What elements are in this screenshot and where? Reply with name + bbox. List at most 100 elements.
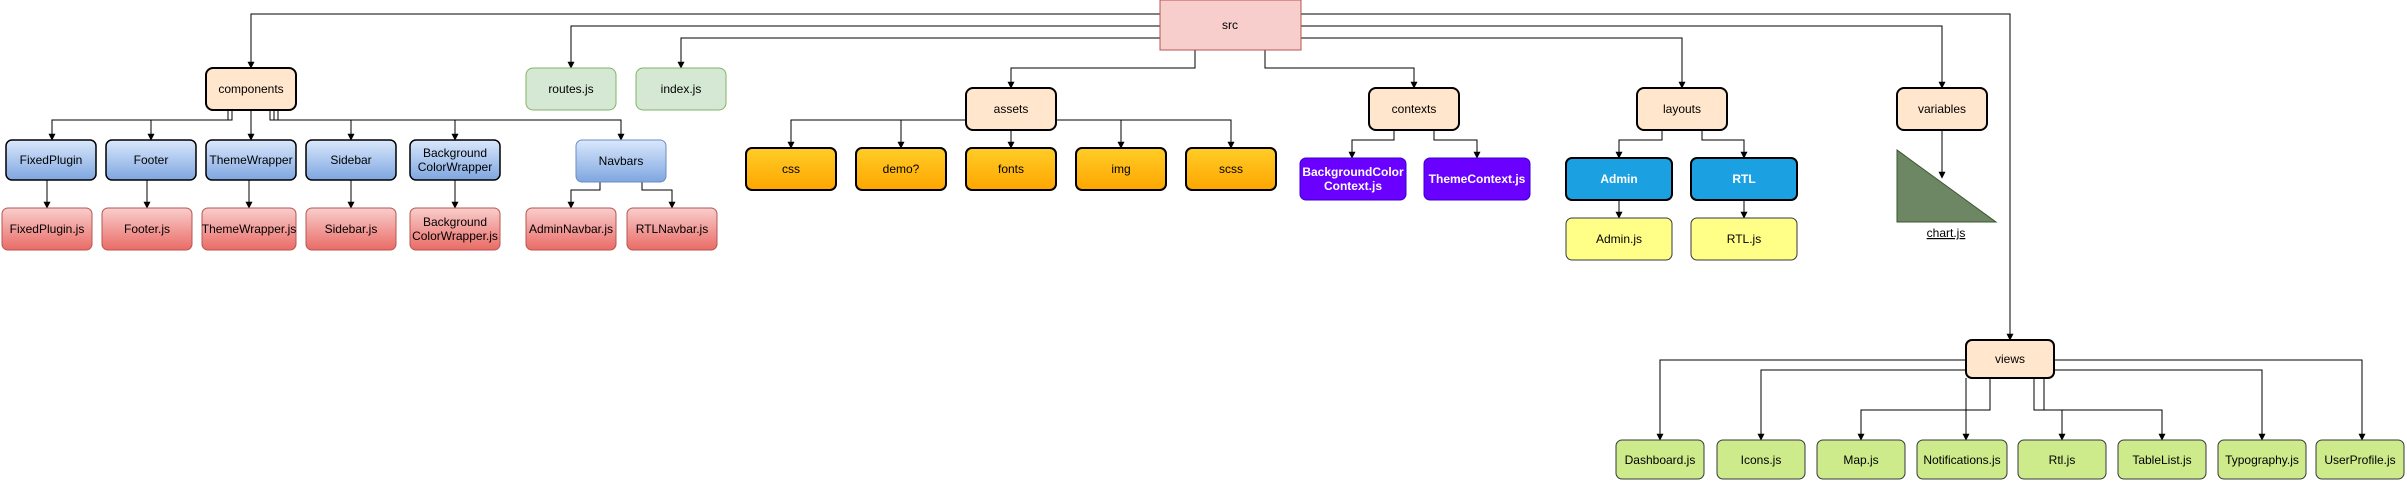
edge-src-variables: [1301, 25, 1946, 89]
node-bgwrapper-js[interactable]: Background ColorWrapper.js: [409, 207, 501, 251]
node-components[interactable]: components: [205, 67, 297, 111]
node-rtl-label: RTL: [1732, 172, 1755, 186]
edge-components-bgwrapper: [273, 110, 459, 141]
edge-contexts-themectx: [1433, 130, 1481, 159]
node-userprofile-js[interactable]: UserProfile.js: [2315, 439, 2405, 480]
node-src[interactable]: src: [1159, 0, 1302, 51]
node-tablelist-js[interactable]: TableList.js: [2117, 439, 2207, 480]
node-tablelist-js-label: TableList.js: [2132, 453, 2191, 467]
node-fixedplugin-js[interactable]: FixedPlugin.js: [1, 207, 93, 251]
node-map-js-label: Map.js: [1843, 453, 1878, 467]
edge-src-contexts: [1264, 50, 1418, 89]
node-img-label: img: [1111, 162, 1130, 176]
node-sidebar[interactable]: Sidebar: [305, 139, 397, 181]
node-layouts[interactable]: layouts: [1636, 87, 1728, 131]
node-dashboard-js-label: Dashboard.js: [1625, 453, 1696, 467]
node-chart-js[interactable]: chart.js: [1896, 149, 1998, 240]
node-map-js[interactable]: Map.js: [1816, 439, 1906, 480]
node-icons-js-label: Icons.js: [1741, 453, 1782, 467]
node-variables[interactable]: variables: [1896, 87, 1988, 131]
chart-triangle-shape: [1896, 149, 1998, 223]
node-themectx-js-label: ThemeContext.js: [1429, 172, 1526, 186]
node-footer[interactable]: Footer: [105, 139, 197, 181]
node-bgctx-js-label-2: Context.js: [1324, 179, 1382, 193]
node-img[interactable]: img: [1075, 147, 1167, 191]
node-variables-label: variables: [1918, 102, 1966, 116]
node-views-label: views: [1995, 352, 2025, 366]
node-themewrapper-js-label: ThemeWrapper.js: [202, 222, 296, 236]
node-contexts[interactable]: contexts: [1368, 87, 1460, 131]
node-demo[interactable]: demo?: [855, 147, 947, 191]
edge-views-typography: [2054, 369, 2266, 441]
node-themectx-js[interactable]: ThemeContext.js: [1423, 157, 1531, 201]
node-rtl-js-label: RTL.js: [1727, 232, 1761, 246]
node-bgctx-js[interactable]: BackgroundColor Context.js: [1299, 157, 1407, 201]
node-scss-label: scss: [1219, 162, 1243, 176]
node-notifications-js[interactable]: Notifications.js: [1916, 439, 2008, 480]
edge-components-footer: [147, 110, 233, 141]
edges: [43, 13, 2366, 441]
node-index[interactable]: index.js: [635, 67, 727, 111]
node-fonts[interactable]: fonts: [965, 147, 1057, 191]
node-bgwrapper-label-1: Background: [423, 146, 487, 160]
node-footer-js-label: Footer.js: [124, 222, 170, 236]
node-admin-label: Admin: [1600, 172, 1637, 186]
node-navbars[interactable]: Navbars: [575, 139, 667, 183]
node-bgwrapper-js-label-2: ColorWrapper.js: [412, 229, 498, 243]
node-rtlview-js[interactable]: Rtl.js: [2017, 439, 2107, 480]
node-src-label: src: [1222, 18, 1238, 32]
node-admin[interactable]: Admin: [1565, 157, 1673, 201]
node-rtlnavbar-js[interactable]: RTLNavbar.js: [626, 207, 718, 251]
node-assets-label: assets: [994, 102, 1029, 116]
node-userprofile-js-label: UserProfile.js: [2324, 453, 2395, 467]
node-typography-js[interactable]: Typography.js: [2217, 439, 2307, 480]
edge-src-views: [1301, 13, 2014, 341]
node-themewrapper[interactable]: ThemeWrapper: [205, 139, 297, 181]
node-chart-js-label: chart.js: [1927, 226, 1966, 240]
node-fixedplugin[interactable]: FixedPlugin: [5, 139, 97, 181]
node-rtl[interactable]: RTL: [1690, 157, 1798, 201]
node-bgwrapper[interactable]: Background ColorWrapper: [409, 139, 501, 181]
edge-layouts-rtl: [1701, 130, 1748, 159]
node-adminnavbar-js-label: AdminNavbar.js: [529, 222, 613, 236]
node-rtlnavbar-js-label: RTLNavbar.js: [636, 222, 708, 236]
node-routes[interactable]: routes.js: [525, 67, 617, 111]
edge-src-assets: [1007, 50, 1196, 89]
node-footer-js[interactable]: Footer.js: [101, 207, 193, 251]
node-layouts-label: layouts: [1663, 102, 1701, 116]
node-bgctx-js-label-1: BackgroundColor: [1302, 165, 1404, 179]
node-typography-js-label: Typography.js: [2225, 453, 2299, 467]
edge-assets-css: [787, 119, 981, 149]
node-assets[interactable]: assets: [965, 87, 1057, 131]
edge-navbars-admin: [567, 182, 601, 209]
node-sidebar-label: Sidebar: [330, 153, 371, 167]
edge-components-sidebar: [269, 110, 355, 141]
edge-contexts-bgctx: [1348, 130, 1395, 159]
node-css-label: css: [782, 162, 800, 176]
node-fixedplugin-js-label: FixedPlugin.js: [10, 222, 85, 236]
edge-components-navbars: [277, 110, 625, 141]
node-dashboard-js[interactable]: Dashboard.js: [1615, 439, 1705, 480]
node-css[interactable]: css: [745, 147, 837, 191]
edge-assets-scss: [1041, 119, 1235, 149]
node-sidebar-js[interactable]: Sidebar.js: [305, 207, 397, 251]
node-icons-js[interactable]: Icons.js: [1716, 439, 1806, 480]
edge-views-userprofile: [2054, 359, 2366, 441]
node-navbars-label: Navbars: [599, 154, 644, 168]
node-notifications-js-label: Notifications.js: [1923, 453, 2000, 467]
node-fonts-label: fonts: [998, 162, 1024, 176]
node-views[interactable]: views: [1965, 339, 2055, 379]
edge-views-tablelist: [2043, 378, 2166, 441]
node-adminnavbar-js[interactable]: AdminNavbar.js: [525, 207, 617, 251]
node-index-label: index.js: [661, 82, 702, 96]
node-components-label: components: [218, 82, 283, 96]
node-rtl-js[interactable]: RTL.js: [1690, 217, 1798, 261]
node-themewrapper-js[interactable]: ThemeWrapper.js: [201, 207, 297, 251]
node-fixedplugin-label: FixedPlugin: [20, 153, 83, 167]
node-themewrapper-label: ThemeWrapper: [209, 153, 292, 167]
node-admin-js-label: Admin.js: [1596, 232, 1642, 246]
node-scss[interactable]: scss: [1185, 147, 1277, 191]
node-admin-js[interactable]: Admin.js: [1565, 217, 1673, 261]
edge-src-layouts: [1301, 37, 1686, 89]
edge-components-fixedplugin: [48, 110, 229, 141]
